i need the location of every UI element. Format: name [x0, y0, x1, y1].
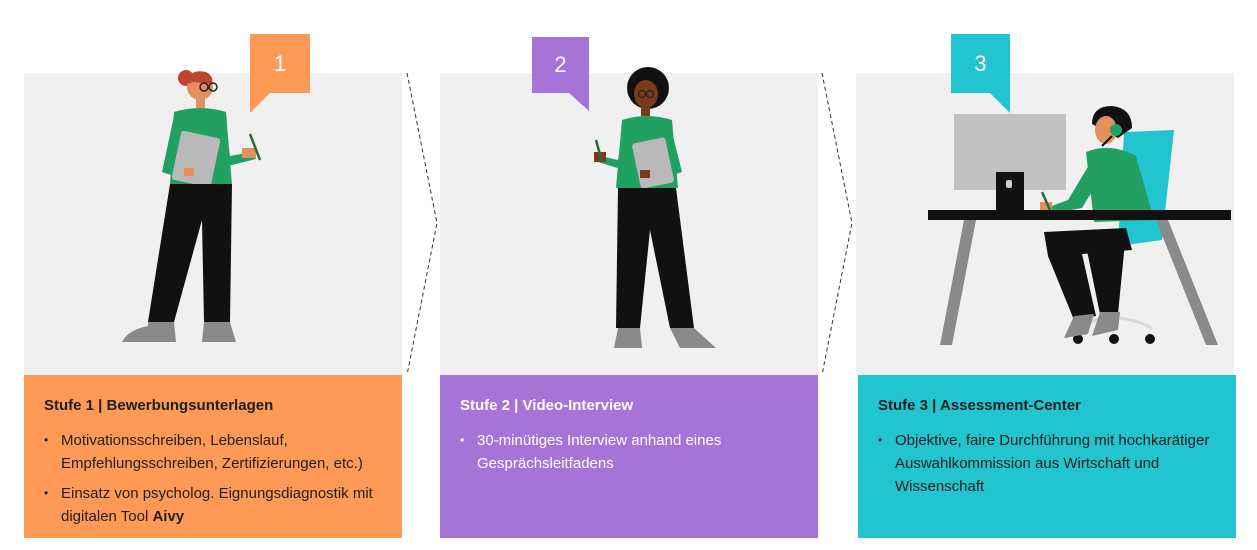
- stage-1-card: Stufe 1 | Bewerbungsunterlagen Motivatio…: [24, 375, 402, 538]
- stage-1-number-badge: 1: [250, 34, 310, 93]
- stage-2-badge-tail: [569, 93, 589, 111]
- stage-1-badge-tail: [250, 93, 270, 113]
- stage-2-bullet-list: 30-minütiges Interview anhand eines Gesp…: [460, 429, 798, 475]
- stage-3-badge-tail: [990, 93, 1010, 113]
- stage-1-bullet: Motivationsschreiben, Lebenslauf, Empfeh…: [44, 429, 382, 475]
- stage-1-bullet: Einsatz von psycholog. Eignungsdiagnosti…: [44, 482, 382, 528]
- stage-1-title: Stufe 1 | Bewerbungsunterlagen: [44, 397, 274, 414]
- stage-3-bullet: Objektive, faire Durchführung mit hochka…: [878, 429, 1216, 498]
- person-with-tablet-illustration: [122, 70, 262, 342]
- person-at-desk-with-headset-illustration: [928, 106, 1231, 345]
- stage-1-bullet-list: Motivationsschreiben, Lebenslauf, Empfeh…: [44, 429, 382, 528]
- stage-2-title: Stufe 2 | Video-Interview: [460, 397, 634, 414]
- person-with-tablet-illustration: [594, 67, 716, 348]
- stage-2-card: Stufe 2 | Video-Interview 30-minütiges I…: [440, 375, 818, 538]
- stage-2-number-badge: 2: [532, 37, 589, 93]
- stage-3-number-badge: 3: [951, 34, 1010, 93]
- stage-2-bullet: 30-minütiges Interview anhand eines Gesp…: [460, 429, 798, 475]
- stage-3-card: Stufe 3 | Assessment-Center Objektive, f…: [858, 375, 1236, 538]
- dashed-chevron-connector-icon: [821, 72, 853, 376]
- dashed-chevron-connector-icon: [406, 72, 438, 376]
- stage-3-bullet-list: Objektive, faire Durchführung mit hochka…: [878, 429, 1216, 498]
- stage-3-title: Stufe 3 | Assessment-Center: [878, 397, 1081, 414]
